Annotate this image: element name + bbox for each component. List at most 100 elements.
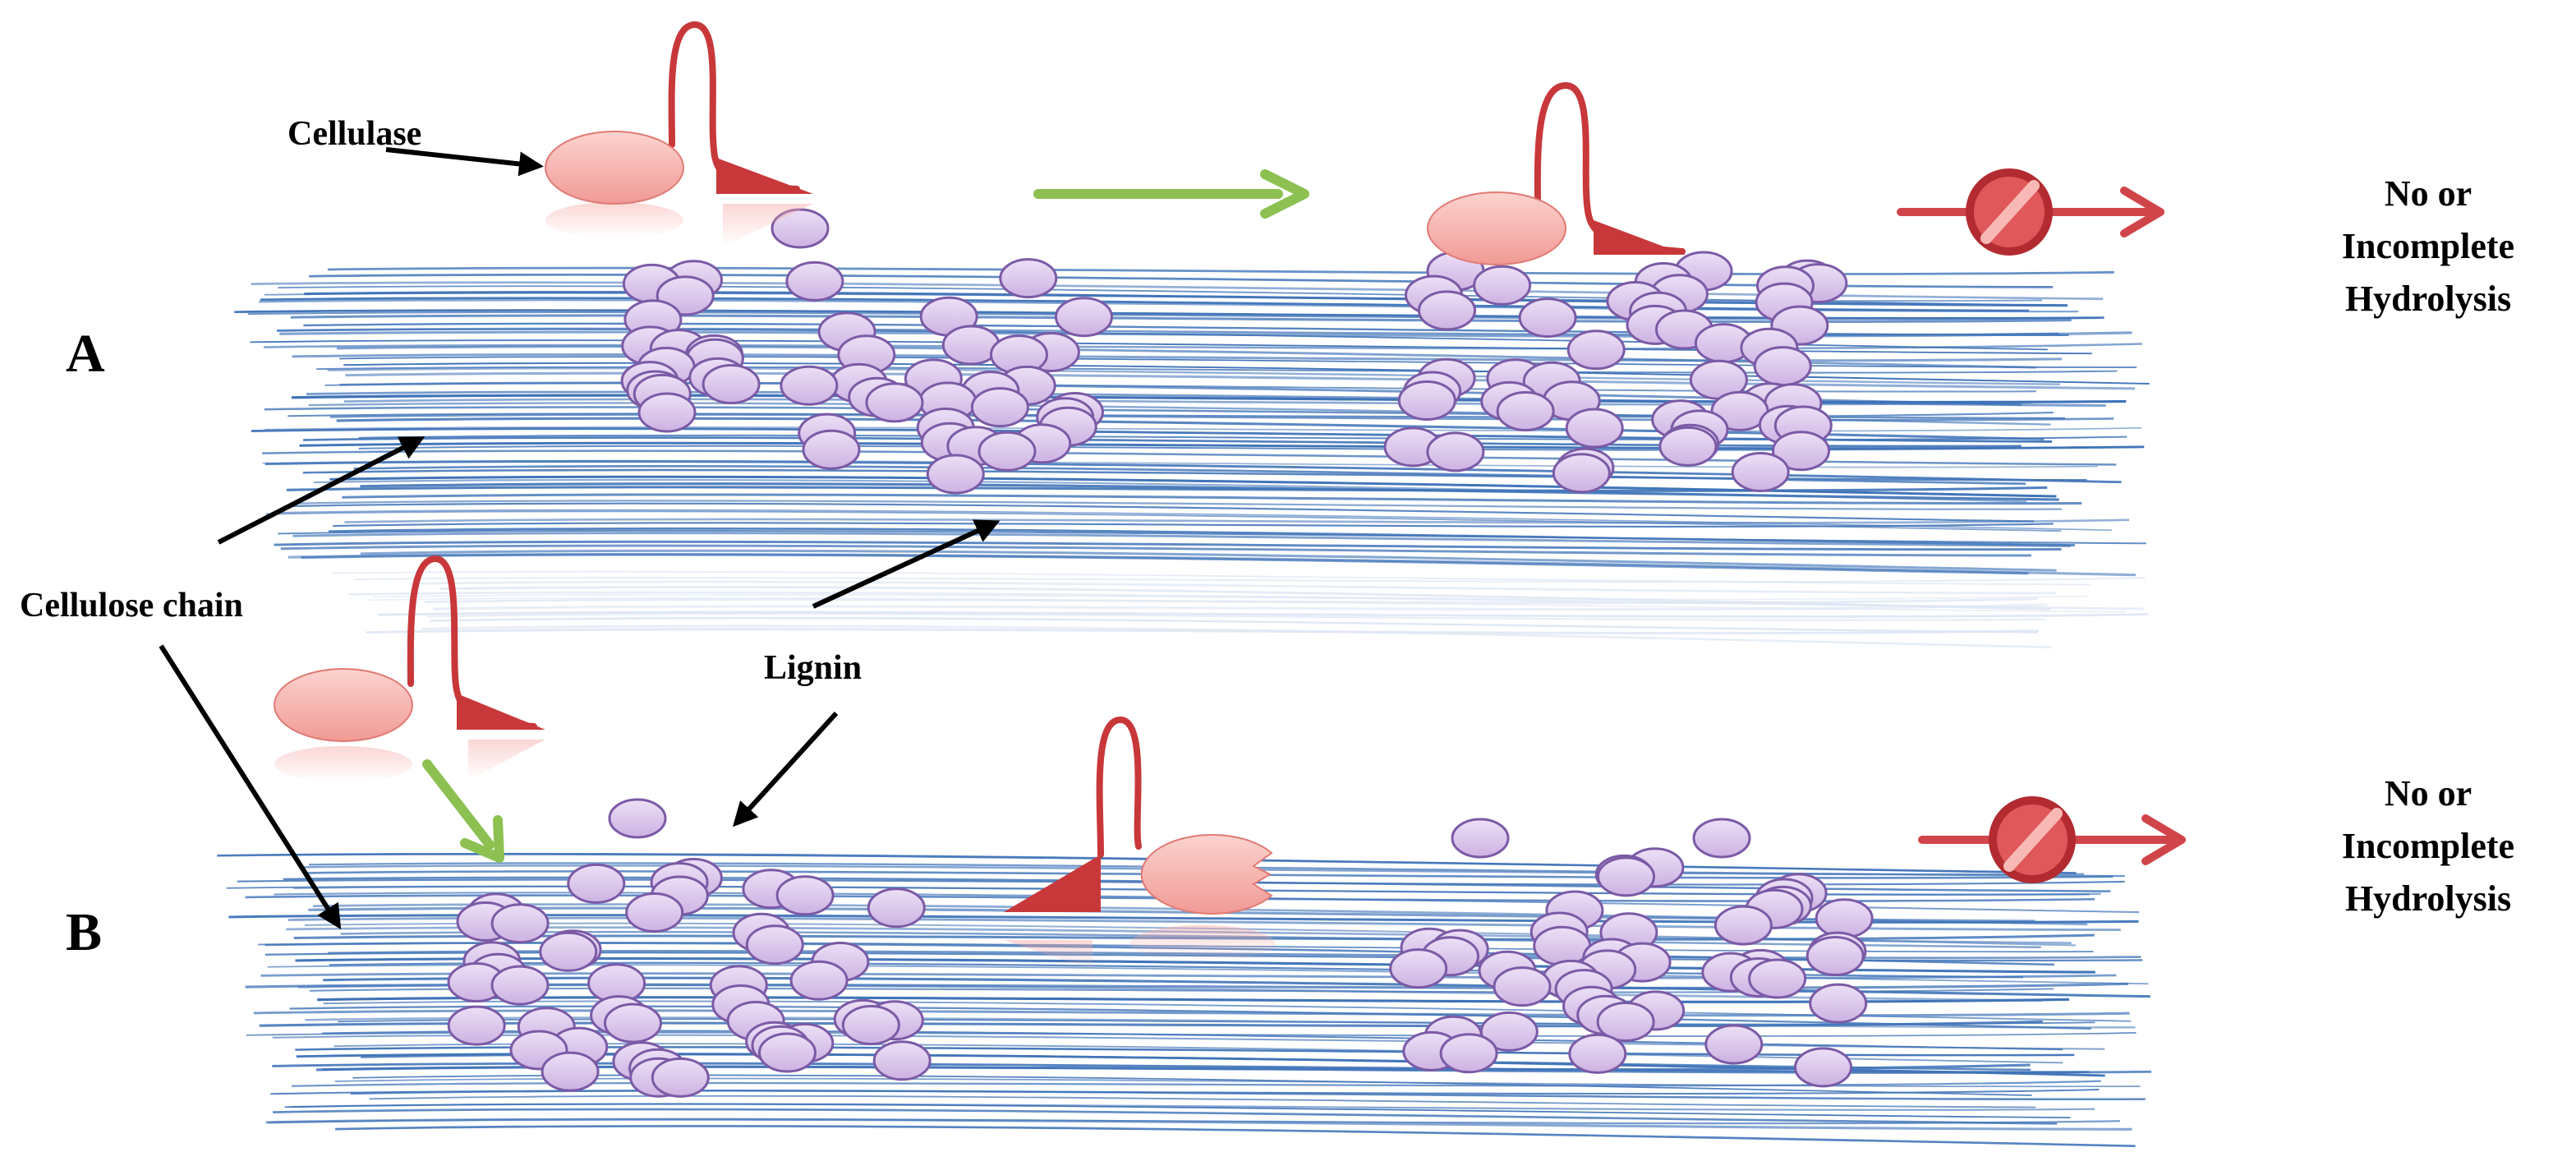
- lignin-particle: [608, 798, 667, 839]
- lignin-particle: [1748, 958, 1807, 999]
- cellulose-fiber: [424, 597, 2038, 605]
- cellulose-fiber: [333, 522, 2054, 528]
- cellulose-fiber: [289, 1005, 2091, 1030]
- pointer-arrows: [159, 147, 1000, 930]
- lignin-particle: [1493, 966, 1552, 1007]
- lignin-particle: [637, 392, 697, 433]
- cellulose-fiber: [433, 603, 2048, 611]
- cellulose-fiber: [354, 577, 2146, 583]
- lignin-particle: [1714, 905, 1773, 946]
- cellulose-fiber: [253, 1009, 2130, 1017]
- lignin-particle: [970, 387, 1029, 428]
- lignin-particle: [1496, 391, 1555, 431]
- label-lignin: Lignin: [764, 649, 862, 687]
- cellulose-fiber: [421, 624, 2053, 649]
- lignin-particle: [539, 931, 598, 972]
- cellulose-fiber: [263, 343, 2142, 350]
- cellulose-fiber: [275, 509, 2112, 532]
- cellulose-fiber: [323, 976, 2150, 998]
- cellulose-fiber: [270, 1089, 2100, 1095]
- lignin-particle: [1597, 856, 1655, 897]
- lignin-particle: [841, 1005, 900, 1045]
- lignin-particle: [1658, 426, 1718, 467]
- lignin-particle: [745, 924, 804, 966]
- pointer-cellulase: [385, 147, 544, 177]
- cellulase-enzyme-b-unproductive: [1004, 716, 1275, 970]
- cellulose-fiber: [329, 413, 2114, 422]
- cellulose-fiber: [369, 1095, 2036, 1108]
- pointer-lignin-a: [812, 519, 1000, 609]
- cellulose-fiber: [327, 366, 2060, 385]
- cellulose-fiber-bundle-a: [234, 266, 2150, 577]
- outcome-b-line-2: Incomplete: [2342, 826, 2514, 866]
- lignin-particle: [625, 892, 684, 933]
- lignin-particle: [1596, 1002, 1655, 1042]
- lignin-particle: [758, 1032, 816, 1073]
- cellulose-fiber: [251, 281, 2104, 301]
- outcome-a-line-1: No or: [2385, 173, 2472, 214]
- no-entry-icon: [1966, 168, 2053, 256]
- lignin-particle: [1518, 297, 1577, 339]
- cellulose-fiber: [262, 449, 2117, 466]
- lignin-particle: [1055, 297, 1113, 338]
- progress-arrow-a: [1033, 169, 1309, 219]
- cellulose-fiber: [280, 544, 2031, 557]
- cellulose-fiber: [430, 616, 2038, 634]
- lignin-particle: [999, 258, 1058, 299]
- outcome-text-a: No or Incomplete Hydrolysis: [2342, 173, 2514, 319]
- lignin-particle: [1794, 1047, 1852, 1088]
- cellulase-enzyme-a-bound: [1427, 81, 1686, 265]
- lignin-particle: [1704, 1024, 1764, 1065]
- lignin-particle: [1753, 346, 1812, 387]
- lignin-particle: [802, 429, 861, 470]
- cellulose-fiber: [342, 493, 2082, 505]
- pointer-cellulose-chain-b: [159, 644, 342, 930]
- cellulose-fiber: [302, 468, 2087, 482]
- lignin-particle: [567, 863, 626, 904]
- lignin-particle: [1806, 936, 1865, 976]
- cellulose-fiber: [358, 434, 2128, 440]
- cellulose-fiber: [347, 591, 2144, 611]
- cellulose-fiber: [247, 311, 2100, 320]
- cellulose-fiber: [274, 540, 2062, 551]
- label-cellulase: Cellulase: [288, 115, 421, 153]
- lignin-particle: [1389, 948, 1448, 989]
- cellulase-enzyme-a-start: [545, 21, 813, 247]
- cellulose-fiber: [292, 353, 2063, 362]
- cellulose-fiber: [329, 475, 2057, 498]
- pointer-lignin-b: [732, 711, 839, 827]
- cellulose-fiber: [292, 500, 2063, 510]
- lignin-cluster-b-right: [1389, 818, 1874, 1088]
- cellulose-fiber: [264, 460, 2122, 484]
- lignin-particle: [490, 903, 550, 944]
- outcome-a-line-2: Incomplete: [2342, 226, 2514, 266]
- lignin-particle: [785, 260, 844, 302]
- cellulose-fiber: [427, 612, 2045, 621]
- lignin-cluster-a-right: [1383, 251, 1848, 494]
- cellulose-fiber: [284, 1103, 2071, 1119]
- lignin-particle: [1731, 452, 1790, 492]
- lignin-particle: [1418, 290, 1476, 331]
- cellulose-fiber: [292, 532, 2071, 547]
- cellulose-fiber: [358, 445, 2086, 451]
- lignin-particle: [789, 960, 849, 1001]
- cellulose-fiber: [264, 426, 2142, 432]
- lignin-particle: [1815, 898, 1874, 939]
- lignin-particle: [872, 1040, 932, 1081]
- cellulose-fiber: [265, 1118, 2132, 1131]
- cellulose-fiber: [288, 502, 2035, 523]
- cellulose-fiber: [332, 570, 2091, 586]
- cellulose-fiber: [345, 371, 2136, 390]
- lignin-particle: [604, 1002, 662, 1044]
- outcome-a-line-3: Hydrolysis: [2345, 279, 2511, 319]
- cellulose-fiber: [258, 299, 2079, 313]
- lignin-particle: [1451, 818, 1510, 859]
- outcome-b-line-3: Hydrolysis: [2345, 878, 2511, 919]
- lignin-particle: [780, 365, 839, 406]
- lignin-particle: [1397, 380, 1456, 421]
- cellulose-fiber: [360, 549, 2057, 572]
- lignin-particle: [1473, 265, 1532, 306]
- cellulose-fiber: [234, 309, 2104, 320]
- lignin-particle: [1565, 408, 1624, 449]
